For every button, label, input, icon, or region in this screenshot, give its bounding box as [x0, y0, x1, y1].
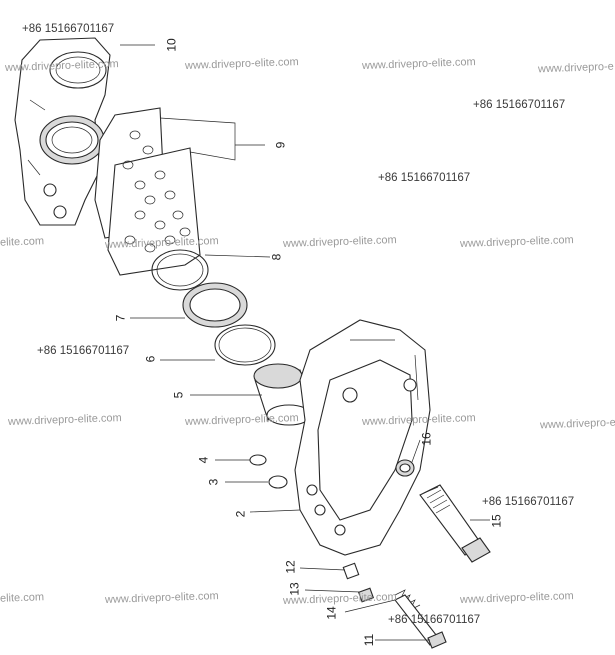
part-16-bushing: [395, 459, 415, 477]
callout-3: 3: [206, 478, 221, 486]
url-watermark-partial: elite.com: [0, 235, 45, 249]
callout-8: 8: [269, 253, 284, 261]
phone-watermark: +86 15166701167: [482, 496, 575, 508]
part-4-ring: [249, 454, 267, 466]
callout-15: 15: [489, 514, 504, 528]
part-10-caliper-half: [14, 37, 111, 226]
phone-watermark: +86 15166701167: [37, 345, 130, 357]
url-watermark-partial: elite.com: [0, 591, 45, 605]
callout-7: 7: [113, 314, 128, 322]
callout-4: 4: [196, 456, 211, 464]
callout-9: 9: [273, 141, 288, 149]
part-6-o-ring: [214, 324, 276, 366]
phone-watermark: +86 15166701167: [473, 99, 566, 111]
part-15-bolt: [419, 484, 491, 563]
callout-10: 10: [164, 38, 179, 52]
callout-6: 6: [143, 355, 158, 363]
callout-11: 11: [362, 633, 377, 647]
part-5-piston: [253, 363, 312, 426]
leader-lines: [120, 44, 490, 641]
part-2-caliper-half: [294, 319, 431, 556]
phone-watermark: +86 15166701167: [388, 614, 481, 626]
part-7-seal: [182, 282, 248, 328]
part-3-ring: [268, 475, 288, 489]
callout-2: 2: [233, 510, 248, 518]
callout-12: 12: [283, 560, 298, 574]
part-11-bolt: [394, 594, 447, 649]
callout-14: 14: [324, 606, 339, 620]
part-12-fitting: [342, 562, 360, 580]
part-8-ring: [151, 249, 209, 291]
part-13-fitting: [357, 587, 375, 603]
phone-watermark: +86 15166701167: [22, 23, 115, 35]
callout-16: 16: [419, 432, 434, 446]
phone-watermark: +86 15166701167: [378, 172, 471, 184]
part-9-brake-pads: [94, 107, 201, 276]
callout-5: 5: [171, 391, 186, 399]
